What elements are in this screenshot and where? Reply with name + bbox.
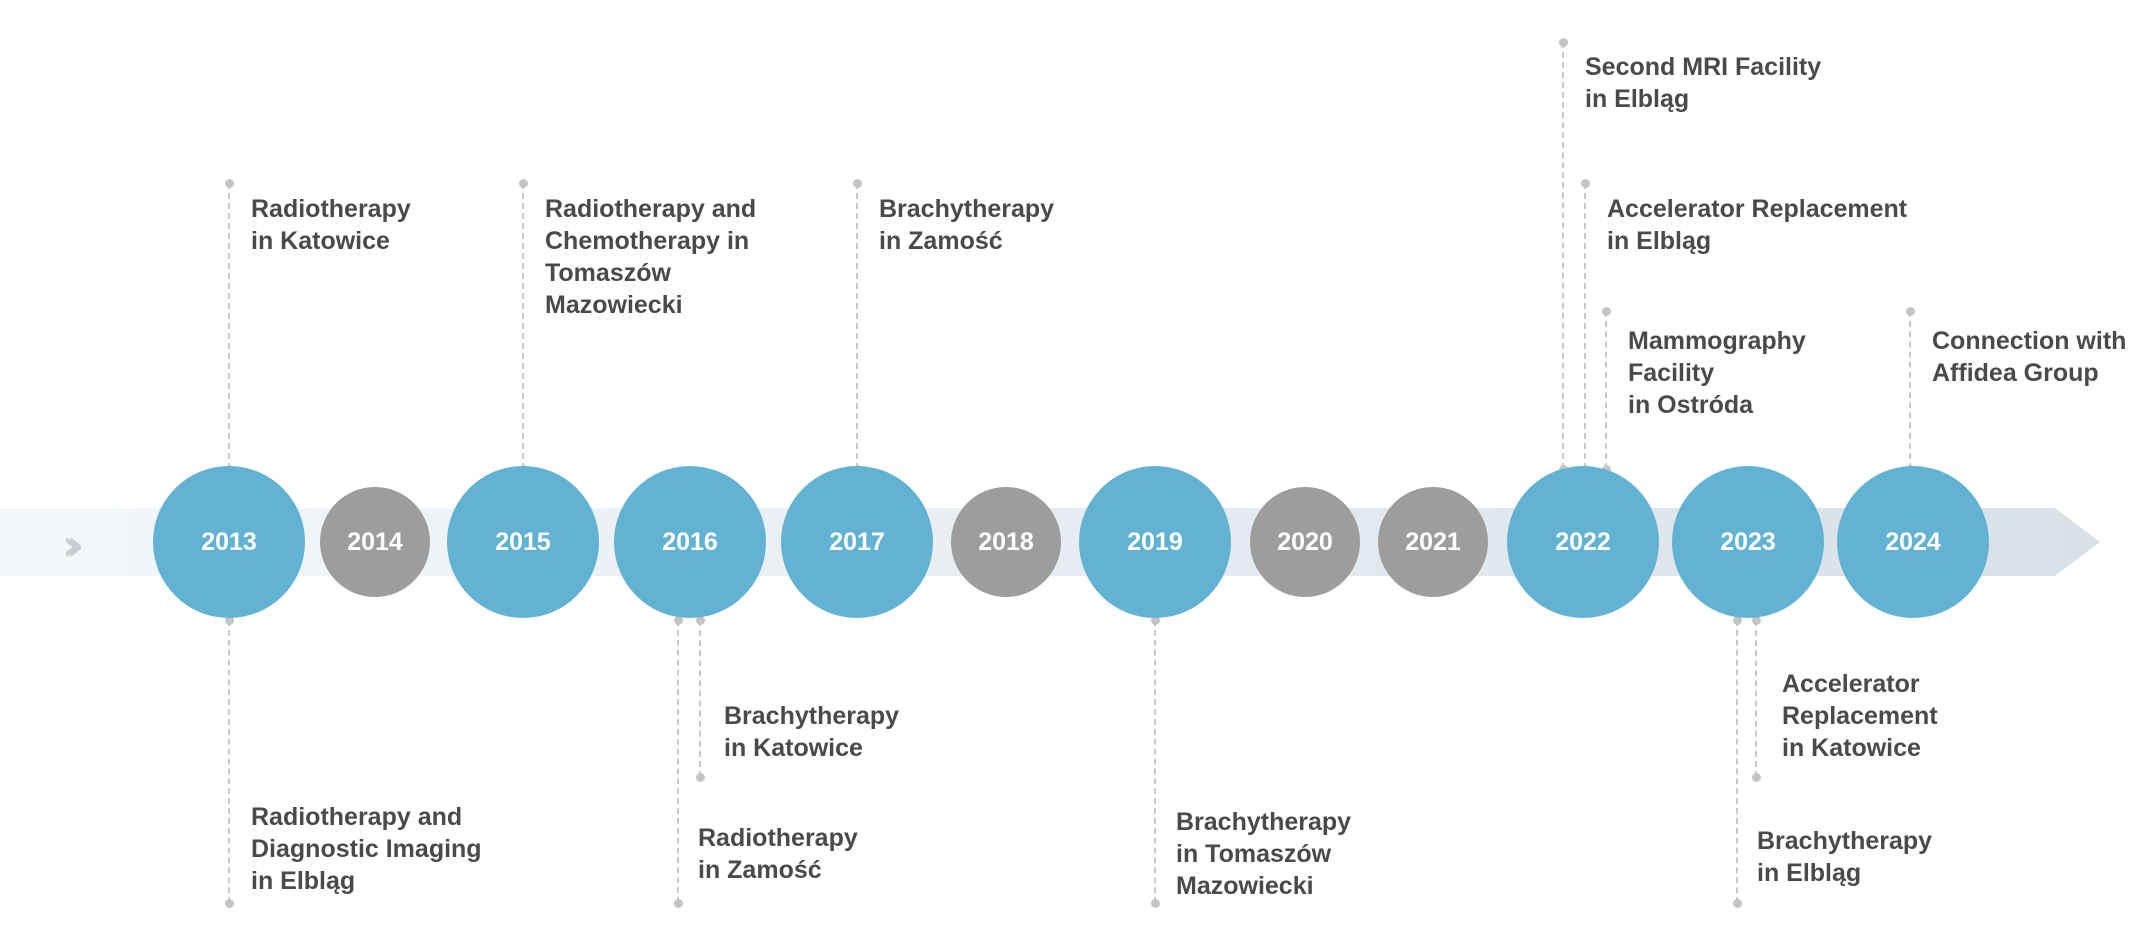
milestone-connector bbox=[856, 183, 858, 469]
milestone-label: Radiotherapy in Zamość bbox=[698, 824, 858, 884]
milestone-dot bbox=[1559, 38, 1568, 47]
year-label: 2017 bbox=[829, 527, 885, 556]
year-label: 2015 bbox=[495, 527, 551, 556]
milestone-label: Brachytherapy in Tomaszów Mazowiecki bbox=[1176, 808, 1352, 900]
year-label: 2023 bbox=[1720, 527, 1776, 556]
year-circle-2022: 2022 bbox=[1507, 466, 1659, 618]
milestone-dot bbox=[1733, 899, 1742, 908]
milestone-joint-dot bbox=[674, 616, 683, 625]
year-circle-2021: 2021 bbox=[1378, 487, 1488, 597]
milestone-dot bbox=[1906, 307, 1915, 316]
milestone-dot bbox=[225, 899, 234, 908]
double-chevron-right-icon: ›› bbox=[62, 520, 85, 571]
milestone-joint-dot bbox=[696, 616, 705, 625]
milestone-dot bbox=[1602, 307, 1611, 316]
milestone-dot bbox=[1752, 773, 1761, 782]
milestone-connector bbox=[1562, 42, 1564, 469]
milestone-dot bbox=[519, 179, 528, 188]
milestone-connector bbox=[1154, 620, 1156, 903]
year-circle-2014: 2014 bbox=[320, 487, 430, 597]
milestone-dot bbox=[853, 179, 862, 188]
milestone-joint-dot bbox=[225, 616, 234, 625]
milestone-connector bbox=[1909, 311, 1911, 469]
year-label: 2016 bbox=[662, 527, 718, 556]
milestone-dot bbox=[1581, 179, 1590, 188]
year-label: 2018 bbox=[978, 527, 1034, 556]
milestone-connector bbox=[522, 183, 524, 469]
year-label: 2021 bbox=[1405, 527, 1461, 556]
year-label: 2022 bbox=[1555, 527, 1611, 556]
milestone-label: Accelerator Replacement in Elbląg bbox=[1607, 195, 1908, 255]
milestone-label: Radiotherapy and Diagnostic Imaging in E… bbox=[251, 803, 482, 895]
milestone-label: Radiotherapy and Chemotherapy in Tomaszó… bbox=[545, 195, 757, 319]
milestone-connector bbox=[1584, 183, 1586, 469]
year-label: 2024 bbox=[1885, 527, 1941, 556]
milestone-label: Mammography Facility in Ostróda bbox=[1628, 327, 1806, 419]
milestone-dot bbox=[225, 179, 234, 188]
milestone-connector bbox=[1755, 620, 1757, 777]
milestone-label: Brachytherapy in Katowice bbox=[724, 702, 900, 762]
milestone-label: Second MRI Facility in Elbląg bbox=[1585, 53, 1822, 113]
milestone-dot bbox=[674, 899, 683, 908]
year-label: 2014 bbox=[347, 527, 403, 556]
milestone-label: Radiotherapy in Katowice bbox=[251, 195, 411, 255]
milestone-connector bbox=[699, 620, 701, 777]
milestone-label: Brachytherapy in Zamość bbox=[879, 195, 1055, 255]
milestone-label: Accelerator Replacement in Katowice bbox=[1782, 670, 1938, 762]
year-circle-2017: 2017 bbox=[781, 466, 933, 618]
year-circle-2023: 2023 bbox=[1672, 466, 1824, 618]
milestone-label: Brachytherapy in Elbląg bbox=[1757, 827, 1933, 887]
milestone-connector bbox=[228, 620, 230, 903]
milestone-label: Connection with Affidea Group bbox=[1932, 327, 2127, 387]
milestone-joint-dot bbox=[1752, 616, 1761, 625]
milestone-connector bbox=[677, 620, 679, 903]
milestone-connector bbox=[1605, 311, 1607, 469]
milestone-dot bbox=[696, 773, 705, 782]
milestone-connector bbox=[228, 183, 230, 469]
year-circle-2013: 2013 bbox=[153, 466, 305, 618]
year-label: 2020 bbox=[1277, 527, 1333, 556]
year-circle-2016: 2016 bbox=[614, 466, 766, 618]
year-circle-2020: 2020 bbox=[1250, 487, 1360, 597]
year-circle-2015: 2015 bbox=[447, 466, 599, 618]
year-label: 2013 bbox=[201, 527, 257, 556]
milestone-joint-dot bbox=[1151, 616, 1160, 625]
milestone-connector bbox=[1736, 620, 1738, 903]
year-circle-2019: 2019 bbox=[1079, 466, 1231, 618]
milestone-dot bbox=[1151, 899, 1160, 908]
year-circle-2018: 2018 bbox=[951, 487, 1061, 597]
year-label: 2019 bbox=[1127, 527, 1183, 556]
milestone-joint-dot bbox=[1733, 616, 1742, 625]
year-circle-2024: 2024 bbox=[1837, 466, 1989, 618]
